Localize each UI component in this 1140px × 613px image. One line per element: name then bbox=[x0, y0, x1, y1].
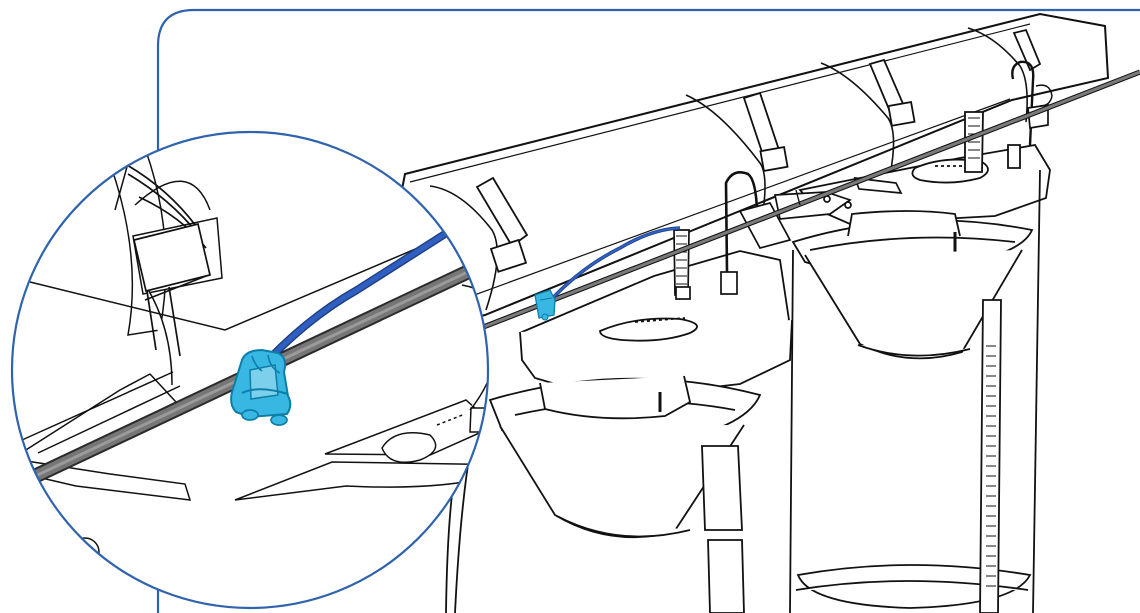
zoom-cable-clamp bbox=[230, 348, 292, 426]
small-cable-clamp bbox=[534, 289, 556, 321]
zoom-strap-detail bbox=[117, 159, 212, 357]
suspension-cable bbox=[454, 69, 1140, 341]
right-cylinder-unit bbox=[789, 60, 1051, 613]
left-cylinder-unit bbox=[445, 250, 793, 613]
blue-wire-main bbox=[546, 226, 681, 305]
mounting-hardware bbox=[673, 104, 1049, 300]
zoom-detail-circle bbox=[10, 130, 490, 610]
zoom-blue-wire bbox=[255, 216, 470, 374]
detail-frame bbox=[156, 8, 1140, 613]
strap-bands bbox=[475, 28, 1042, 273]
